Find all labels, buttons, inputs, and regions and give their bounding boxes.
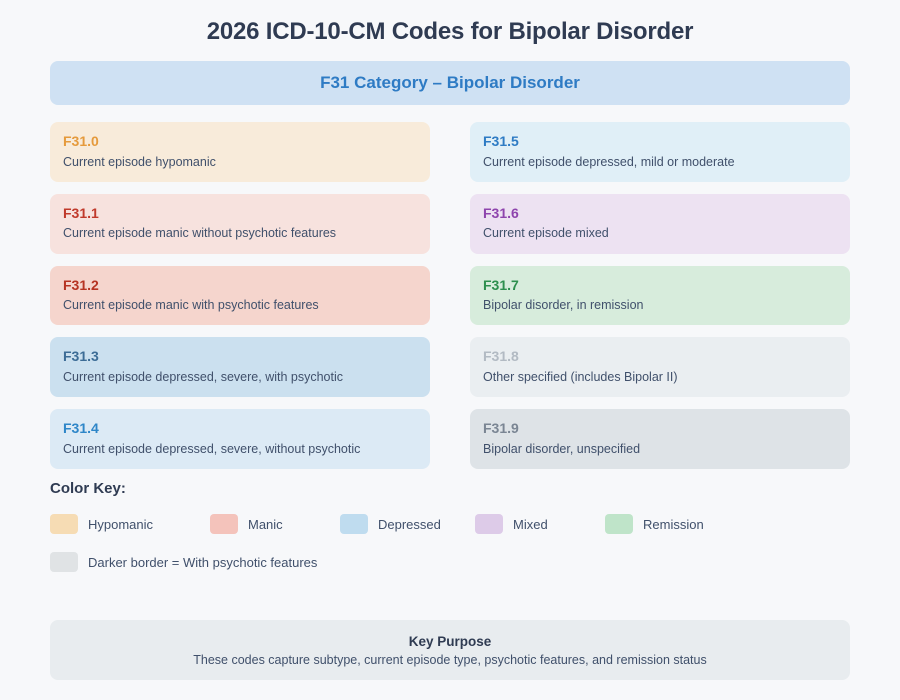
color-key-legend-row: Hypomanic Manic Depressed Mixed Remission [50,514,850,534]
legend-label-remission: Remission [643,516,704,532]
code-id: F31.9 [483,420,519,436]
key-purpose-title: Key Purpose [408,633,492,649]
legend-label-mixed: Mixed [513,516,548,532]
code-id: F31.0 [63,133,99,149]
code-description: Bipolar disorder, unspecified [483,441,641,456]
legend-swatch-icon [50,552,78,572]
code-id: F31.4 [63,420,99,436]
legend-item-mixed: Mixed [475,514,605,534]
code-description: Current episode manic without psychotic … [63,226,337,241]
legend-swatch-icon [475,514,503,534]
legend-swatch-icon [210,514,238,534]
legend-item-depressed: Depressed [340,514,475,534]
code-description: Bipolar disorder, in remission [483,298,644,312]
color-key-section: Color Key: Hypomanic Manic Depressed Mixed R… [50,480,850,572]
code-description: Current episode depressed, mild or moder… [483,154,735,169]
legend-label-manic: Manic [248,516,283,532]
code-id: F31.2 [63,276,99,293]
legend-swatch-icon [340,514,368,534]
legend-item-manic: Manic [210,514,340,534]
code-id: F31.6 [483,204,519,221]
code-description: Current episode hypomanic [63,154,216,169]
category-banner: F31 Category – Bipolar Disorder [50,61,850,105]
legend-item-hypomanic: Hypomanic [50,514,210,534]
legend-label-psychotic-note: Darker border = With psychotic features [88,554,318,570]
legend-swatch-icon [605,514,633,534]
legend-label-hypomanic: Hypomanic [88,516,154,532]
key-purpose-panel: Key Purpose These codes capture subtype,… [50,620,850,680]
code-id: F31.1 [63,204,99,221]
category-banner-label: F31 Category – Bipolar Disorder [320,73,580,92]
legend-item-remission: Remission [605,514,704,534]
color-key-title: Color Key: [50,480,126,497]
legend-label-depressed: Depressed [378,516,441,532]
code-description: Other specified (includes Bipolar II) [483,369,678,384]
code-description: Current episode mixed [483,226,609,241]
color-key-note-row: Darker border = With psychotic features [50,552,850,572]
code-description: Current episode manic with psychotic fea… [63,298,319,312]
legend-swatch-icon [50,514,78,534]
code-id: F31.8 [483,348,519,365]
legend-item-psychotic-note: Darker border = With psychotic features [50,552,317,572]
code-id: F31.7 [483,276,519,293]
code-id: F31.3 [63,348,99,365]
code-id: F31.5 [483,133,519,149]
code-description: Current episode depressed, severe, with … [63,369,344,384]
key-purpose-text: These codes capture subtype, current epi… [193,652,707,667]
code-description: Current episode depressed, severe, witho… [63,441,361,456]
page-title: 2026 ICD-10-CM Codes for Bipolar Disorde… [206,18,694,45]
